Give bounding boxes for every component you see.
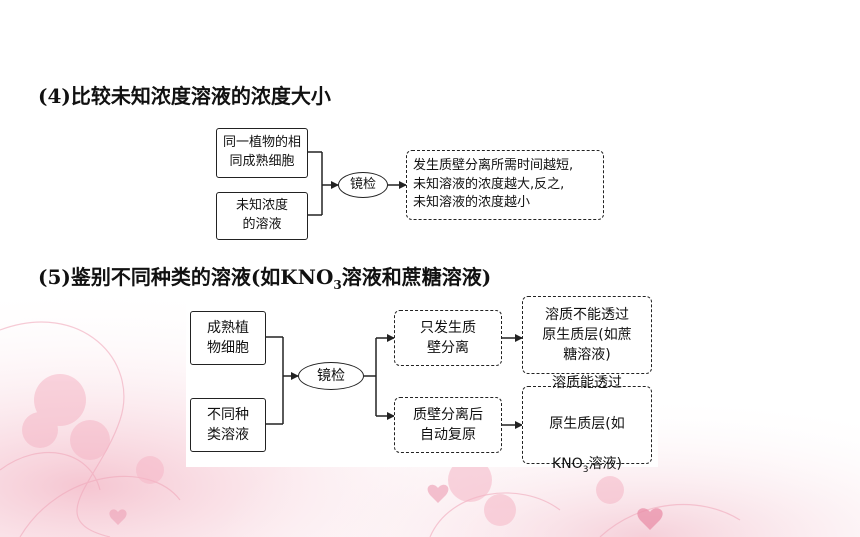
d4-unknown-solution-box: 未知浓度 的溶液	[216, 192, 308, 240]
d5-result-permeable: 溶质能透过 原生质层(如 KNO3溶液)	[522, 375, 652, 475]
d5-microscope-check: 镜检	[298, 362, 364, 390]
section-4-heading: (4)比较未知浓度溶液的浓度大小	[38, 84, 331, 108]
d5-result-permeable-line2: 原生质层(如	[549, 415, 625, 432]
d5-result-permeable-subscript: 3	[582, 464, 589, 475]
d4-plant-cell-box: 同一植物的相 同成熟细胞	[216, 128, 308, 178]
section-5-heading: (5)鉴别不同种类的溶液(如KNO3溶液和蔗糖溶液)	[38, 261, 491, 292]
d4-microscope-check: 镜检	[338, 172, 388, 198]
d5-result-impermeable: 溶质不能透过 原生质层(如蔗 糖溶液)	[522, 296, 652, 374]
d5-result-permeable-line3: KNO3溶液)	[549, 454, 624, 477]
d5-solution-types-box: 不同种 类溶液	[190, 398, 266, 452]
section-5-heading-prefix: (5)鉴别不同种类的溶液(如KNO	[38, 265, 334, 289]
d5-mature-cell-box: 成熟植 物细胞	[190, 311, 266, 365]
d5-result-permeable-suffix: 溶液)	[588, 456, 622, 473]
d5-result-permeable-kno: KNO	[552, 456, 583, 473]
section-5-heading-suffix: 溶液和蔗糖溶液)	[341, 265, 492, 289]
d5-result-permeable-line1: 溶质能透过	[552, 374, 622, 391]
d5-branch-auto-recovery: 质壁分离后 自动复原	[394, 397, 502, 453]
d4-result-box: 发生质壁分离所需时间越短, 未知溶液的浓度越大,反之, 未知溶液的浓度越小	[406, 150, 604, 220]
section-5-heading-subscript: 3	[333, 278, 342, 292]
d5-branch-plasmolysis-only: 只发生质 壁分离	[394, 310, 502, 366]
